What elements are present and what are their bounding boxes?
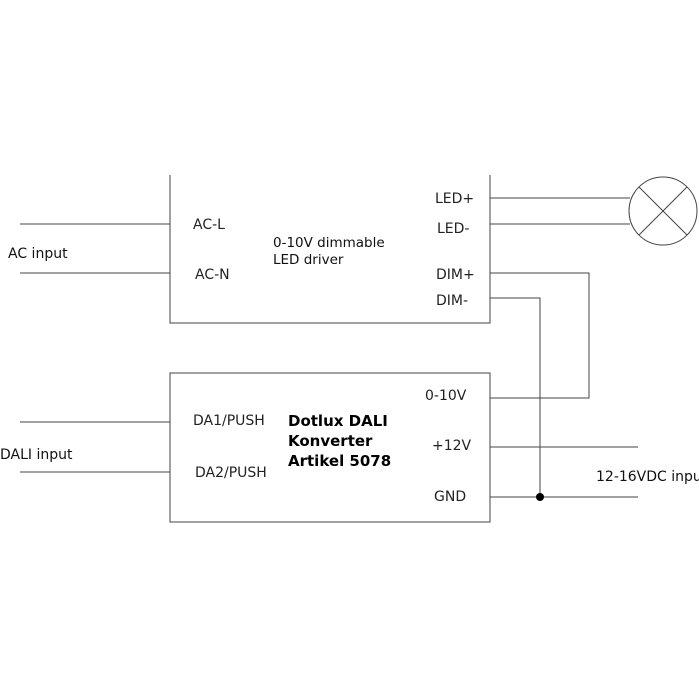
driver-title-line1: 0-10V dimmable bbox=[273, 235, 385, 251]
lamp-icon bbox=[628, 176, 698, 246]
pin-da1: DA1/PUSH bbox=[193, 413, 265, 429]
pin-dim-plus: DIM+ bbox=[436, 267, 475, 283]
converter-title-line2: Konverter bbox=[288, 432, 373, 450]
dali-converter-box bbox=[169, 372, 491, 523]
pin-ac-l: AC-L bbox=[193, 217, 225, 233]
pin-ac-n: AC-N bbox=[195, 267, 230, 283]
pin-dim-minus: DIM- bbox=[436, 293, 468, 309]
led-driver-box bbox=[169, 175, 491, 324]
dali-input-label: DALI input bbox=[0, 447, 73, 463]
pin-led-plus: LED+ bbox=[435, 191, 474, 207]
converter-title-line1: Dotlux DALI bbox=[288, 412, 388, 430]
ac-input-label: AC input bbox=[8, 246, 68, 262]
pin-plus-12v: +12V bbox=[432, 438, 472, 454]
pin-0-10v: 0-10V bbox=[425, 388, 467, 404]
junction-dot bbox=[536, 493, 544, 501]
pin-da2: DA2/PUSH bbox=[195, 465, 267, 481]
pin-led-minus: LED- bbox=[437, 221, 469, 237]
pin-gnd: GND bbox=[434, 489, 466, 505]
dim-minus-wire bbox=[490, 297, 541, 497]
driver-title-line2: LED driver bbox=[273, 252, 344, 268]
converter-title-line3: Artikel 5078 bbox=[288, 452, 391, 470]
dc-input-label: 12-16VDC input bbox=[596, 469, 699, 485]
